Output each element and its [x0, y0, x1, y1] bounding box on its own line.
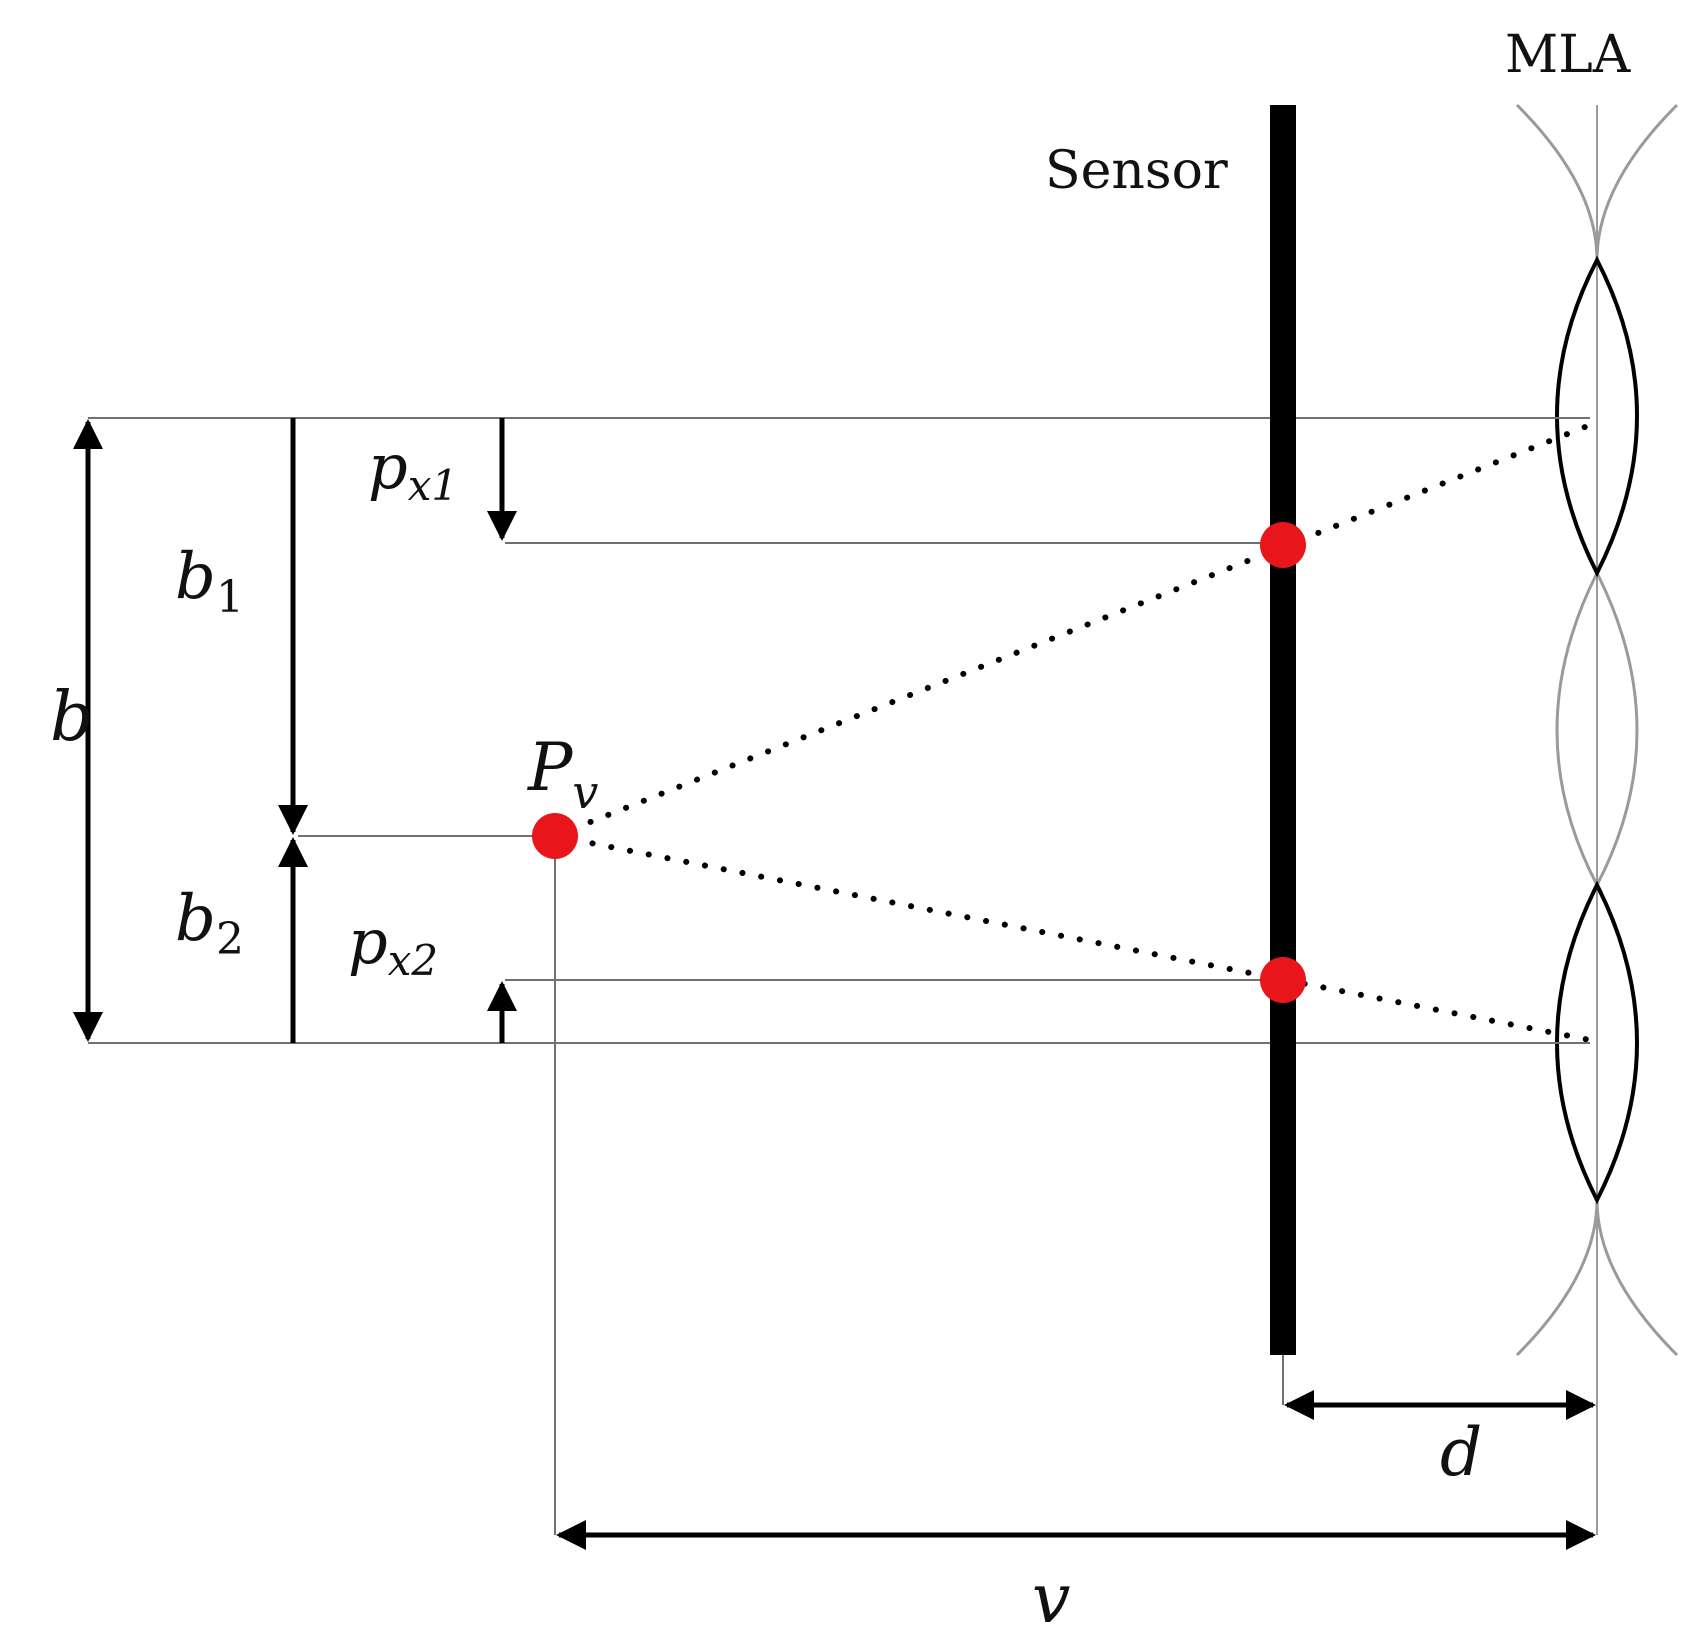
px1-label: px1 [368, 430, 458, 510]
pv-symbol: P [527, 729, 574, 806]
sensor-point-lower [1260, 957, 1306, 1003]
b1-subscript: 1 [216, 572, 244, 623]
v-label: v [1032, 1560, 1070, 1639]
mla-lens-lower [1555, 880, 1639, 1205]
microlens-array [1515, 103, 1679, 1535]
ray-upper [552, 422, 1593, 839]
mla-label: MLA [1505, 25, 1632, 85]
mla-lens-upper [1555, 255, 1639, 578]
px2-symbol: p [348, 905, 388, 978]
px1-symbol: p [368, 430, 408, 503]
b2-subscript: 2 [216, 914, 244, 965]
ray-lower [552, 833, 1593, 1043]
b1-label: b1 [175, 540, 244, 623]
sensor-label: Sensor [1045, 141, 1228, 201]
px1-subscript: x1 [408, 461, 458, 510]
virtual-point-pv [532, 813, 578, 859]
px2-label: px2 [348, 905, 438, 985]
b1-symbol: b [175, 540, 216, 614]
b-label: b [50, 678, 94, 757]
b2-label: b2 [175, 882, 244, 965]
px2-subscript: x2 [388, 936, 438, 985]
pv-label: Pv [527, 729, 598, 819]
d-label: d [1440, 1414, 1482, 1491]
b2-symbol: b [175, 882, 216, 956]
sensor-plane [1270, 105, 1296, 1355]
sensor-point-upper [1260, 522, 1306, 568]
pv-subscript: v [572, 765, 598, 819]
